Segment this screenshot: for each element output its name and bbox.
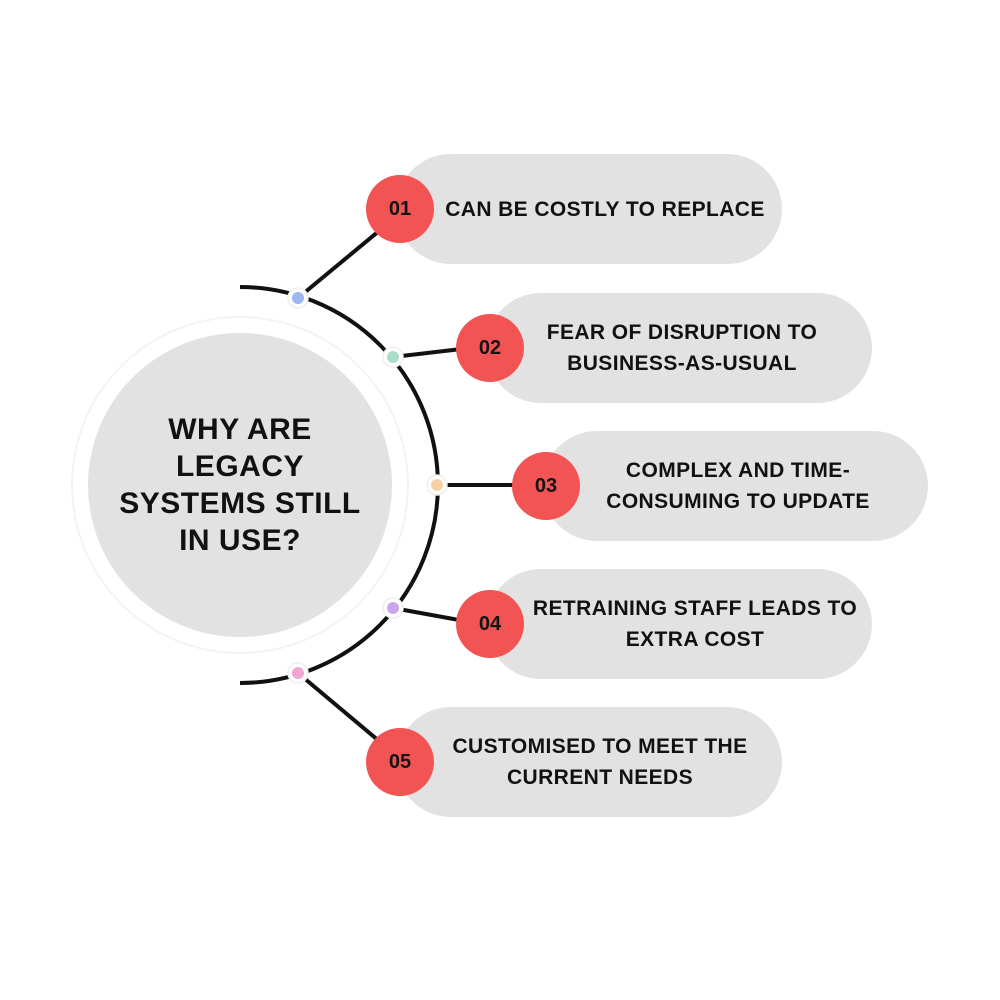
item-number-badge-05: 05	[366, 728, 434, 796]
item-label-03: COMPLEX AND TIME-CONSUMING TO UPDATE	[606, 459, 870, 513]
dot-01	[287, 287, 309, 309]
item-number-badge-04: 04	[456, 590, 524, 658]
item-label-05: CUSTOMISED TO MEET THE CURRENT NEEDS	[452, 735, 748, 789]
dot-02	[382, 346, 404, 368]
item-number-badge-02: 02	[456, 314, 524, 382]
item-card-02	[486, 293, 872, 403]
item-card-05	[396, 707, 782, 817]
item-number-badge-01: 01	[366, 175, 434, 243]
item-card-01	[396, 154, 782, 264]
dot-04	[382, 597, 404, 619]
center-title: WHY ARE LEGACY SYSTEMS STILL IN USE?	[119, 413, 361, 557]
item-label-01: CAN BE COSTLY TO REPLACE	[445, 197, 765, 221]
connector-line-05	[296, 671, 387, 748]
center-hub: WHY ARE LEGACY SYSTEMS STILL IN USE?	[88, 333, 392, 637]
item-number-badge-03: 03	[512, 452, 580, 520]
dot-05	[287, 662, 309, 684]
connector-line-01	[296, 224, 387, 300]
item-card-04	[486, 569, 872, 679]
item-label-02: FEAR OF DISRUPTION TO BUSINESS-AS-USUAL	[546, 321, 818, 375]
item-card-03	[542, 431, 928, 541]
dot-03	[426, 474, 448, 496]
item-label-04: RETRAINING STAFF LEADS TO EXTRA COST	[532, 597, 858, 651]
